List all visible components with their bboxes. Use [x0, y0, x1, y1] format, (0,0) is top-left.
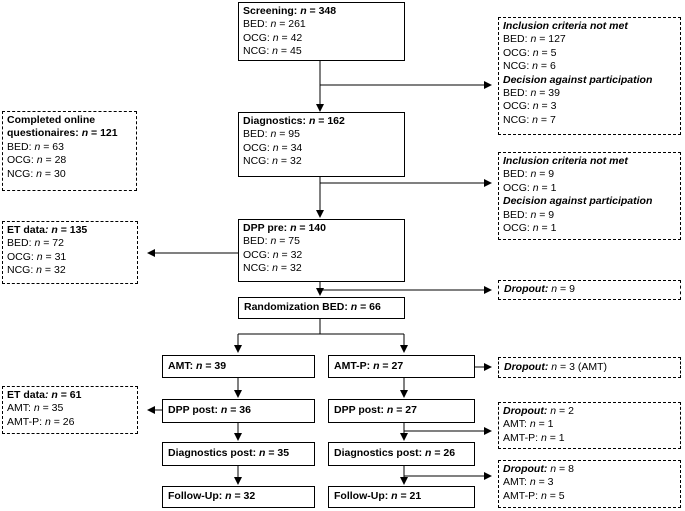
exclusion-box-2: Inclusion criteria not met BED: n = 9 OC… — [498, 152, 681, 240]
dropout-box-3: Dropout: n = 2 AMT: n = 1 AMT-P: n = 1 — [498, 402, 681, 449]
followup-amt-box: Follow-Up: n = 32 — [162, 486, 315, 508]
dropout-box-1: Dropout: n = 9 — [498, 280, 681, 300]
exclusion-box-1: Inclusion criteria not met BED: n = 127 … — [498, 17, 681, 135]
et-data-box: ET data: n = 135 BED: n = 72 OCG: n = 31… — [2, 221, 138, 284]
dropout-box-4: Dropout: n = 8 AMT: n = 3 AMT-P: n = 5 — [498, 460, 681, 508]
followup-amtp-box: Follow-Up: n = 21 — [328, 486, 475, 508]
dropout-box-2: Dropout: n = 3 (AMT) — [498, 357, 681, 378]
diagnostics-box: Diagnostics: n = 162 BED: n = 95 OCG: n … — [238, 112, 405, 177]
randomization-box: Randomization BED: n = 66 — [238, 297, 405, 319]
diagnostics-post-amtp-box: Diagnostics post: n = 26 — [328, 442, 475, 466]
et-data-box-2: ET data: n = 61 AMT: n = 35 AMT-P: n = 2… — [2, 386, 138, 434]
dpp-post-amt-box: DPP post: n = 36 — [162, 399, 315, 423]
amtp-box: AMT-P: n = 27 — [328, 355, 475, 378]
dpp-post-amtp-box: DPP post: n = 27 — [328, 399, 475, 423]
diagnostics-post-amt-box: Diagnostics post: n = 35 — [162, 442, 315, 466]
dpp-pre-box: DPP pre: n = 140 BED: n = 75 OCG: n = 32… — [238, 219, 405, 282]
screening-box: Screening: n = 348 BED: n = 261 OCG: n =… — [238, 2, 405, 61]
amt-box: AMT: n = 39 — [162, 355, 315, 378]
online-questionaires-box: Completed online questionaires: n = 121 … — [2, 111, 137, 191]
